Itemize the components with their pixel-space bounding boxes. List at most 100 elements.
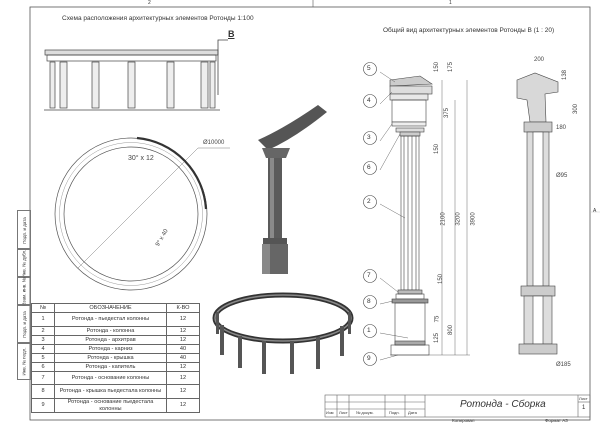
row-name: Ротонда - капитель [54, 362, 167, 372]
rotunda-elevation [44, 39, 228, 111]
row-name: Ротонда - архитрав [54, 335, 167, 345]
column-section [516, 72, 559, 355]
dim-3200: 3200 [455, 212, 462, 226]
format-label: Формат А3 [545, 418, 568, 423]
row-number: 6 [31, 362, 55, 372]
callout-5: 5 [367, 65, 371, 72]
section-dim-300: 300 [573, 103, 580, 115]
row-name: Ротонда - крышка [54, 353, 167, 363]
zone-label: A [593, 208, 597, 214]
row-number: 5 [31, 353, 55, 363]
callout-2: 2 [367, 198, 371, 205]
row-name: Ротонда - пьедестал колонны [54, 312, 167, 327]
section-dim-185: Ø185 [556, 362, 571, 368]
row-number: 9 [31, 398, 55, 413]
row-number: 3 [31, 335, 55, 345]
row-qty: 12 [166, 326, 200, 336]
row-name: Ротонда - карниз [54, 344, 167, 354]
sheet-label: Лист [579, 396, 588, 401]
row-qty: 12 [166, 312, 200, 327]
drawing-title: Ротонда - Сборка [460, 399, 546, 410]
row-number: 7 [31, 371, 55, 385]
dim-175: 175 [448, 61, 455, 73]
strip-label: Подп. и дата [21, 310, 27, 338]
dim-800: 800 [448, 324, 455, 336]
dim-2100: 2100 [440, 212, 447, 226]
row-name: Ротонда - колонна [54, 326, 167, 336]
callout-6: 6 [367, 164, 371, 171]
dim-150-top: 150 [434, 61, 441, 73]
row-qty: 40 [166, 353, 200, 363]
strip-cell: Инв. № подл. [17, 342, 31, 380]
dim-125: 125 [434, 332, 441, 344]
row-qty: 12 [166, 371, 200, 385]
callout-7: 7 [367, 272, 371, 279]
dim-150-capital: 150 [434, 143, 441, 155]
row-number: 2 [31, 326, 55, 336]
section-dim-180: 180 [556, 125, 567, 131]
rotunda-plan [54, 136, 230, 291]
section-dim-95: Ø95 [556, 173, 568, 179]
tb-col-sign: Подп. [389, 410, 400, 415]
plan-angle-large: 30° x 12 [128, 155, 154, 162]
row-number: 8 [31, 384, 55, 399]
row-name: Ротонда - основание пьедестала колонны [54, 398, 167, 413]
column-3d-render [258, 105, 327, 274]
row-qty: 12 [166, 398, 200, 413]
callout-4: 4 [367, 97, 371, 104]
header-designation: ОБОЗНАЧЕНИЕ [54, 303, 167, 313]
callout-9: 9 [367, 355, 371, 362]
dim-375: 375 [444, 107, 451, 119]
general-view-title: Общий вид архитектурных элементов Ротонд… [383, 27, 555, 34]
tb-col-doc: № докум. [356, 410, 374, 415]
strip-cell: Подп. и дата [17, 210, 31, 250]
strip-cell: Взам. инв. № [17, 276, 31, 306]
callout-1: 1 [367, 327, 371, 334]
row-number: 4 [31, 344, 55, 354]
table-header: № ОБОЗНАЧЕНИЕ К-ВО [31, 303, 200, 313]
zone-label: 1 [449, 0, 452, 6]
tb-col-list: Лист [339, 410, 348, 415]
callout-3: 3 [367, 134, 371, 141]
strip-label: Подп. и дата [21, 216, 27, 244]
strip-label: Инв. № дубл. [21, 249, 27, 277]
dim-3900: 3900 [470, 212, 477, 226]
strip-cell: Подп. и дата [17, 304, 31, 344]
row-qty: 12 [166, 384, 200, 399]
tb-col-izm: Изм [326, 410, 334, 415]
plan-diameter: Ø10000 [203, 140, 225, 146]
zone-label: 2 [148, 0, 151, 6]
row-name: Ротонда - основание колонны [54, 371, 167, 385]
row-qty: 40 [166, 344, 200, 354]
callout-8: 8 [367, 298, 371, 305]
rotunda-3d-render [212, 292, 354, 374]
header-quantity: К-ВО [166, 303, 200, 313]
title-block-frame [324, 394, 591, 418]
section-marker: B [228, 29, 235, 39]
section-dim-200: 200 [534, 57, 545, 63]
strip-label: Инв. № подл. [21, 346, 27, 376]
callout-circles [363, 62, 377, 366]
column-front-elevation [379, 71, 470, 361]
tb-col-date: Дата [408, 410, 417, 415]
row-qty: 12 [166, 335, 200, 345]
row-qty: 12 [166, 362, 200, 372]
row-name: Ротонда - крышка пьедестала колонны [54, 384, 167, 399]
sheet-number: 1 [582, 405, 586, 411]
strip-label: Взам. инв. № [21, 277, 27, 305]
header-number: № [31, 303, 55, 313]
dim-150-base: 150 [438, 273, 445, 285]
strip-cell: Инв. № дубл. [17, 248, 31, 278]
dim-75: 75 [434, 315, 441, 323]
